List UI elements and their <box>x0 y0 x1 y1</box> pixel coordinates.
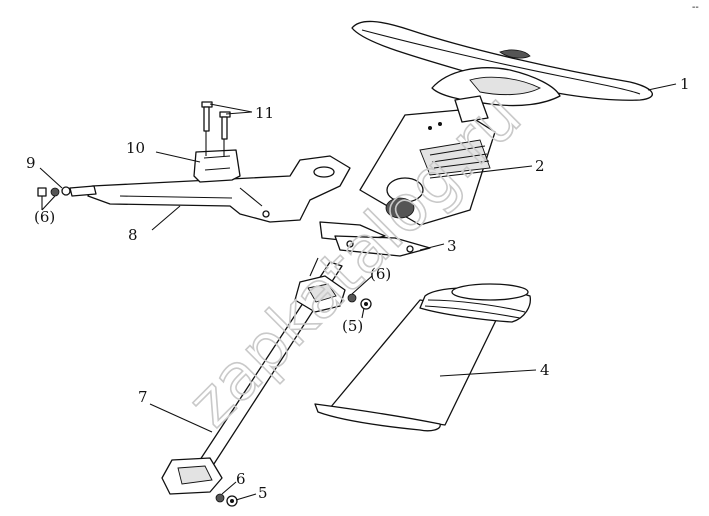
label-1: 1 <box>680 75 690 93</box>
clamp-bolts <box>201 101 231 156</box>
label-4: 4 <box>540 361 550 379</box>
label-3: 3 <box>447 237 457 255</box>
leader-lines <box>39 83 677 501</box>
label-10: 10 <box>126 139 145 157</box>
label-5a: (5) <box>342 317 363 335</box>
label-2: 2 <box>535 157 545 175</box>
label-9: 9 <box>26 154 36 172</box>
support-bracket <box>69 155 351 223</box>
label-11: 11 <box>255 104 274 122</box>
steering-shaft <box>161 257 346 495</box>
corner-mark: -- <box>692 2 699 13</box>
label-7: 7 <box>138 388 148 406</box>
mounting-plate <box>334 235 431 257</box>
label-6a: (6) <box>370 265 391 283</box>
label-5b: 5 <box>258 484 268 502</box>
label-6c: 6 <box>236 470 246 488</box>
part-labels: 1 2 3 4 (5) 5 (6) (6) 6 7 8 9 10 11 <box>26 75 690 502</box>
label-8: 8 <box>128 226 138 244</box>
nut-washer-upper <box>347 293 372 310</box>
label-6b: (6) <box>34 208 55 226</box>
steering-wheel <box>351 20 653 107</box>
nut-washer-lower <box>215 493 238 507</box>
boot-cover <box>314 283 531 432</box>
clamp <box>193 149 241 183</box>
side-bolt <box>37 186 71 197</box>
